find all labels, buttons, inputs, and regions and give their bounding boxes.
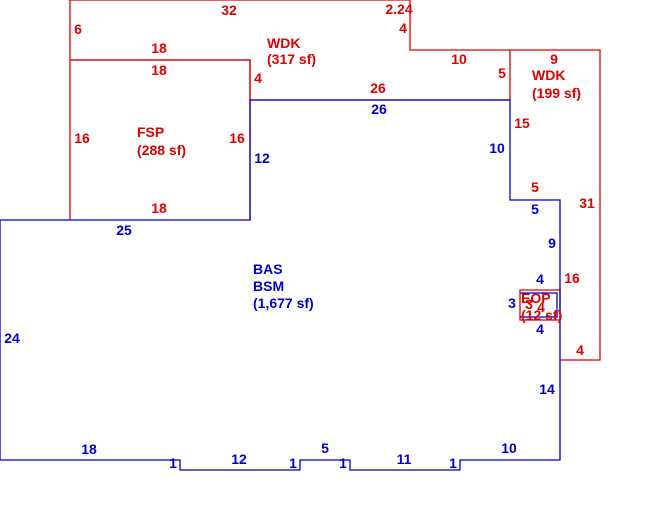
bas-size: (1,677 sf) xyxy=(253,295,314,311)
dim-label: 5 xyxy=(321,440,329,456)
wdk-right-name: WDK xyxy=(532,67,565,83)
dim-label: 2.24 xyxy=(385,1,412,17)
dim-label: 25 xyxy=(116,222,132,238)
wdk-top-size: (317 sf) xyxy=(267,51,316,67)
dim-label: 12 xyxy=(231,451,247,467)
dim-label: 10 xyxy=(451,51,467,67)
dim-label: 5 xyxy=(498,65,506,81)
dim-label: 16 xyxy=(74,130,90,146)
dim-label: 26 xyxy=(371,101,387,117)
dim-label: 6 xyxy=(74,21,82,37)
fsp-name: FSP xyxy=(137,124,164,140)
dim-label: 31 xyxy=(579,195,595,211)
bas-name: BAS xyxy=(253,261,283,277)
red-dimensions: 32 2.24 6 4 18 18 4 10 9 5 26 16 16 15 1… xyxy=(74,1,595,358)
dim-label: 1 xyxy=(169,455,177,471)
dim-label: 4 xyxy=(536,271,544,287)
dim-label: 18 xyxy=(151,40,167,56)
dim-label: 4 xyxy=(537,299,545,315)
wdk-top-outline xyxy=(69,0,511,220)
bas-outline xyxy=(0,99,561,471)
red-outlines xyxy=(69,0,601,361)
wdk-top-name: WDK xyxy=(267,35,300,51)
dim-label: 9 xyxy=(548,235,556,251)
dim-label: 14 xyxy=(539,381,555,397)
dim-label: 16 xyxy=(564,270,580,286)
bsm-name: BSM xyxy=(253,278,284,294)
dim-label: 15 xyxy=(514,115,530,131)
dim-label: 32 xyxy=(221,2,237,18)
dim-label: 5 xyxy=(531,179,539,195)
eop-size: (12 sf) xyxy=(521,307,562,323)
dim-label: 18 xyxy=(81,441,97,457)
dim-label: 12 xyxy=(254,150,270,166)
blue-dimensions: 26 12 10 25 5 9 4 3 4 24 14 18 12 5 11 1… xyxy=(4,101,556,471)
dim-label: 10 xyxy=(489,140,505,156)
dim-label: 16 xyxy=(229,130,245,146)
dim-label: 1 xyxy=(449,455,457,471)
dim-label: 18 xyxy=(151,200,167,216)
wdk-right-size: (199 sf) xyxy=(532,85,581,101)
dim-label: 26 xyxy=(370,80,386,96)
dim-label: 18 xyxy=(151,62,167,78)
eop-name: EOP xyxy=(521,290,551,306)
dim-label: 11 xyxy=(397,451,412,467)
dim-label: 24 xyxy=(4,330,20,346)
dim-label: 5 xyxy=(531,201,539,217)
fsp-size: (288 sf) xyxy=(137,142,186,158)
dim-label: 3 xyxy=(525,296,533,312)
fsp-outline xyxy=(70,59,251,220)
dim-label: 4 xyxy=(536,321,544,337)
wdk-right-outline xyxy=(510,49,601,361)
dim-label: 4 xyxy=(254,70,262,86)
dim-label: 1 xyxy=(339,455,347,471)
dim-label: 4 xyxy=(576,342,584,358)
dim-label: 1 xyxy=(289,455,297,471)
dim-label: 9 xyxy=(550,51,558,67)
dim-label: 3 xyxy=(508,295,516,311)
dim-label: 4 xyxy=(399,20,407,36)
eop-inner-outline xyxy=(520,292,558,318)
dim-label: 10 xyxy=(501,440,517,456)
